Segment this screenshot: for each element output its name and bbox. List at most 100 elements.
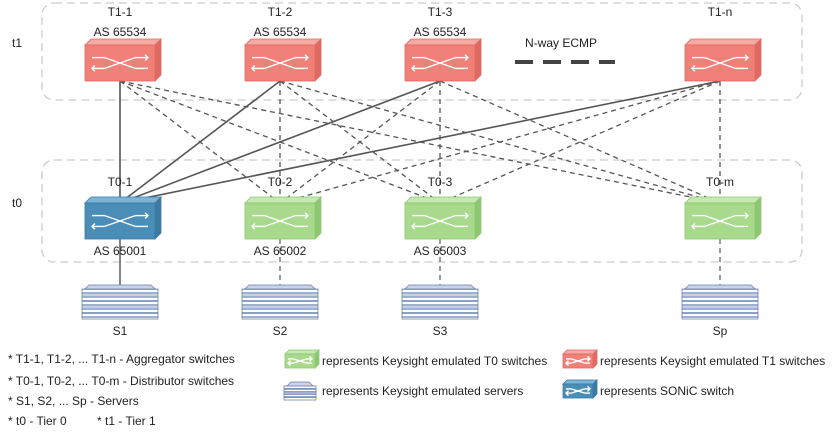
server-s2: [241, 284, 319, 320]
server-s3: [401, 284, 479, 320]
switch-top-face: [284, 349, 320, 355]
server-top: [244, 284, 316, 290]
switch-t1-2-name: T1-2: [268, 5, 293, 19]
switch-side-face: [754, 196, 762, 240]
link-t1-n-t0-1: [119, 80, 721, 204]
switch-arrows-icon: [411, 54, 469, 72]
switch-top-face: [244, 196, 322, 204]
switch-top-face: [562, 349, 598, 355]
server-top: [684, 284, 756, 290]
switch-t0-2: [244, 196, 322, 240]
link-t1-n-t0-3: [439, 80, 721, 204]
note-tier0: * t0 - Tier 0: [8, 414, 67, 428]
server-s2-name: S2: [273, 324, 288, 338]
server-sp: [681, 284, 759, 320]
switch-side-face: [754, 38, 762, 82]
server-body: [81, 288, 159, 320]
switch-t0-m: [684, 196, 762, 240]
server-body: [283, 385, 317, 401]
switch-t1-1: [84, 38, 162, 82]
legend-server-icon: [283, 381, 317, 401]
server-top: [84, 284, 156, 290]
switch-top-face: [684, 196, 762, 204]
note-tier1: * t1 - Tier 1: [97, 414, 156, 428]
ecmp-label: N-way ECMP: [525, 36, 597, 50]
legend-icons: [283, 349, 598, 401]
server-top: [404, 284, 476, 290]
server-s3-name: S3: [433, 324, 448, 338]
link-t1-n-t0-2: [279, 80, 721, 204]
switch-arrows-icon: [91, 212, 149, 230]
legend-sonic-text: represents SONiC switch: [600, 384, 734, 398]
switch-t1-n: [684, 38, 762, 82]
switch-t0-1-asn: AS 65001: [94, 244, 147, 258]
link-t1-3-t0-1: [119, 80, 441, 204]
switch-side-face: [314, 38, 322, 82]
switch-top-face: [562, 379, 598, 385]
switch-top-face: [684, 38, 762, 46]
switch-side-face: [474, 38, 482, 82]
note-servers: * S1, S2, ... Sp - Servers: [8, 394, 139, 408]
switch-arrows-icon: [691, 54, 749, 72]
switch-arrows-icon: [691, 212, 749, 230]
switch-t1-3-name: T1-3: [428, 5, 453, 19]
server-s1: [81, 284, 159, 320]
switch-t1-3: [404, 38, 482, 82]
switch-side-face: [154, 196, 162, 240]
switch-arrows-icon: [251, 54, 309, 72]
switch-side-face: [154, 38, 162, 82]
switch-top-face: [84, 196, 162, 204]
switch-arrows-icon: [287, 355, 313, 367]
legend-t1-text: represents Keysight emulated T1 switches: [600, 354, 825, 368]
tier-t0-label: t0: [12, 196, 22, 210]
switch-t0-2-asn: AS 65002: [254, 244, 307, 258]
switch-t0-3: [404, 196, 482, 240]
switch-t1-n-name: T1-n: [708, 5, 733, 19]
node-layer: T1-1 AS 65534 T1-2 AS 65534 T1-3 AS 65534 T1-n…: [81, 5, 762, 338]
tier-t0-container: [41, 159, 803, 263]
switch-t0-1: [84, 196, 162, 240]
switch-top-face: [84, 38, 162, 46]
server-s1-name: S1: [113, 324, 128, 338]
switch-t0-2-name: T0-2: [268, 175, 293, 189]
note-aggregator: * T1-1, T1-2, ... T1-n - Aggregator swit…: [8, 352, 235, 366]
switch-top-face: [404, 38, 482, 46]
tier-t1-container: [41, 2, 803, 101]
switch-t0-3-asn: AS 65003: [414, 244, 467, 258]
switch-arrows-icon: [91, 54, 149, 72]
server-body: [681, 288, 759, 320]
switch-t0-1-name: T0-1: [108, 175, 133, 189]
switch-t0-m-name: T0-m: [706, 175, 734, 189]
tier-t1-label: t1: [12, 36, 22, 50]
link-t1-3-t0-2: [279, 80, 441, 204]
switch-arrows-icon: [565, 385, 591, 397]
switch-t1-2: [244, 38, 322, 82]
switch-front-face: [84, 202, 156, 240]
server-body: [241, 288, 319, 320]
switch-t1-2-asn: AS 65534: [254, 25, 307, 39]
switch-t1-3-asn: AS 65534: [414, 25, 467, 39]
link-layer: [119, 80, 721, 286]
switch-top-face: [404, 196, 482, 204]
switch-arrows-icon: [251, 212, 309, 230]
link-t1-3-t0-m: [439, 80, 721, 204]
switch-arrows-icon: [565, 355, 591, 367]
legend-server-text: represents Keysight emulated servers: [322, 384, 523, 398]
legend-t0-text: represents Keysight emulated T0 switches: [322, 354, 547, 368]
switch-t1-1-name: T1-1: [108, 5, 133, 19]
switch-t0-3-name: T0-3: [428, 175, 453, 189]
switch-arrows-icon: [411, 212, 469, 230]
server-sp-name: Sp: [713, 324, 728, 338]
switch-t1-1-asn: AS 65534: [94, 25, 147, 39]
notes-block: * T1-1, T1-2, ... T1-n - Aggregator swit…: [8, 352, 235, 428]
server-body: [401, 288, 479, 320]
switch-side-face: [474, 196, 482, 240]
server-top: [286, 381, 314, 387]
link-t1-2-t0-1: [119, 80, 281, 204]
note-distributor: * T0-1, T0-2, ... T0-m - Distributor swi…: [8, 374, 234, 388]
switch-side-face: [314, 196, 322, 240]
legend-t1-switch-icon: [562, 349, 598, 369]
switch-top-face: [244, 38, 322, 46]
legend-sonic-switch-icon: [562, 379, 598, 399]
